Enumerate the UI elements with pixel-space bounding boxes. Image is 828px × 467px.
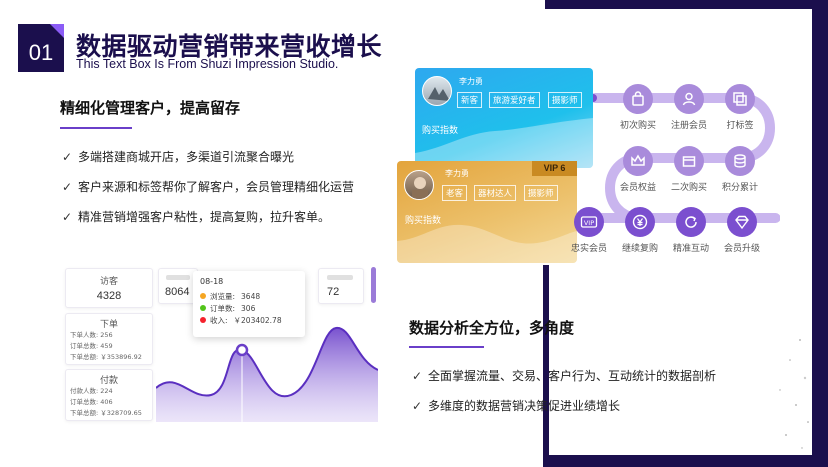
member-tag: 旅游爱好者 — [489, 92, 540, 108]
chart-tooltip: 08-18 浏览量:3648 订单数:306 收入:￥203402.78 — [193, 271, 305, 337]
orders-title: 下单 — [99, 320, 118, 330]
visitors-value: 4328 — [96, 290, 122, 302]
flow-label: 二次购买 — [670, 183, 707, 193]
dot-icon — [200, 293, 206, 299]
flow-label: 积分累计 — [721, 183, 758, 193]
refresh-icon[interactable] — [676, 207, 706, 237]
member-tag: 器材达人 — [474, 185, 517, 201]
member-name: 李力勇 — [445, 169, 469, 178]
payments-card: 付款 付款人数: 224 订单总数: 406 下单总额: ￥328709.65 — [65, 369, 153, 421]
tooltip-row: 订单数:306 — [200, 303, 298, 315]
section1-bullet: ✓客户来源和标签帮你了解客户，会员管理精细化运营 — [62, 180, 355, 194]
shop-icon[interactable] — [674, 146, 704, 176]
section1-bullet: ✓精准营销增强客户粘性，提高复购，拉升客单。 — [62, 210, 331, 224]
payments-title: 付款 — [99, 376, 118, 386]
coins-icon[interactable] — [725, 146, 755, 176]
frame-bottom — [545, 455, 828, 467]
flow-label: 打标签 — [726, 121, 754, 131]
vip-icon[interactable]: VIP — [574, 207, 604, 237]
scroll-indicator — [371, 267, 376, 303]
sparkle-decoration — [779, 339, 809, 449]
flow-label: 会员权益 — [619, 183, 656, 193]
dot-icon — [200, 317, 206, 323]
layers-icon[interactable] — [725, 84, 755, 114]
orders-line: 下单人数: 256 — [70, 331, 113, 339]
avatar — [422, 76, 452, 106]
orders-line: 订单总数: 459 — [70, 342, 113, 350]
member-tag: 新客 — [457, 92, 483, 108]
payments-line: 付款人数: 224 — [70, 387, 113, 395]
section2-bullet: ✓全面掌握流量、交易、客户行为、互动统计的数据剖析 — [412, 369, 717, 383]
visitors-label: 访客 — [99, 277, 118, 287]
section2-underline — [409, 346, 484, 348]
flow-label: 会员升级 — [723, 244, 760, 254]
frame-top — [545, 0, 828, 9]
section1-underline — [60, 127, 132, 129]
member-tag: 摄影师 — [524, 185, 558, 201]
stat-card: 72 — [318, 268, 364, 304]
section2-title: 数据分析全方位，多角度 — [409, 319, 575, 337]
chart-area — [156, 327, 378, 422]
card-wave — [397, 224, 577, 263]
yen-icon[interactable] — [625, 207, 655, 237]
section1-title: 精细化管理客户，提高留存 — [60, 99, 241, 117]
orders-card: 下单 下单人数: 256 订单总数: 459 下单总额: ￥353896.92 — [65, 313, 153, 365]
page-subtitle: This Text Box Is From Shuzi Impression S… — [76, 57, 339, 71]
card-label: 购买指数 — [405, 216, 442, 226]
check-icon: ✓ — [62, 150, 73, 164]
frame-left — [543, 265, 549, 467]
bag-icon[interactable] — [623, 84, 653, 114]
payments-line: 下单总额: ￥328709.65 — [70, 409, 142, 417]
stat-value: 8064 — [165, 286, 190, 298]
stat-card: 8064 — [158, 268, 198, 304]
avatar — [404, 170, 434, 200]
flow-label: 继续复购 — [621, 244, 658, 254]
svg-text:VIP: VIP — [584, 219, 594, 227]
card-wave — [415, 118, 593, 168]
visitors-card: 访客 4328 — [65, 268, 153, 308]
flow-label: 精准互动 — [672, 244, 709, 254]
chart-line — [156, 327, 378, 398]
card-label: 购买指数 — [422, 126, 459, 136]
diamond-icon[interactable] — [727, 207, 757, 237]
stat-value: 72 — [327, 286, 340, 298]
member-tag: 摄影师 — [548, 92, 582, 108]
dot-icon — [200, 305, 206, 311]
tooltip-row: 收入:￥203402.78 — [200, 315, 298, 327]
frame-right — [812, 0, 828, 467]
member-tag: 老客 — [442, 185, 468, 201]
page-title: 数据驱动营销带来营收增长 — [76, 32, 383, 61]
badge-corner — [50, 24, 64, 38]
check-icon: ✓ — [412, 399, 423, 413]
section2-bullet: ✓多维度的数据营销决策促进业绩增长 — [412, 399, 621, 413]
check-icon: ✓ — [412, 369, 423, 383]
vip-badge: VIP 6 — [532, 161, 577, 176]
flow-label: 忠实会员 — [570, 244, 607, 254]
crown-icon[interactable] — [623, 146, 653, 176]
tooltip-date: 08-18 — [200, 277, 224, 286]
orders-line: 下单总额: ￥353896.92 — [70, 353, 142, 361]
check-icon: ✓ — [62, 180, 73, 194]
flow-label: 注册会员 — [670, 121, 707, 131]
tooltip-row: 浏览量:3648 — [200, 291, 298, 303]
chart-point[interactable] — [235, 343, 249, 357]
section1-bullet: ✓多端搭建商城开店，多渠道引流聚合曝光 — [62, 150, 295, 164]
user-icon[interactable] — [674, 84, 704, 114]
payments-line: 订单总数: 406 — [70, 398, 113, 406]
member-name: 李力勇 — [459, 77, 483, 86]
check-icon: ✓ — [62, 210, 73, 224]
flow-label: 初次购买 — [619, 121, 656, 131]
